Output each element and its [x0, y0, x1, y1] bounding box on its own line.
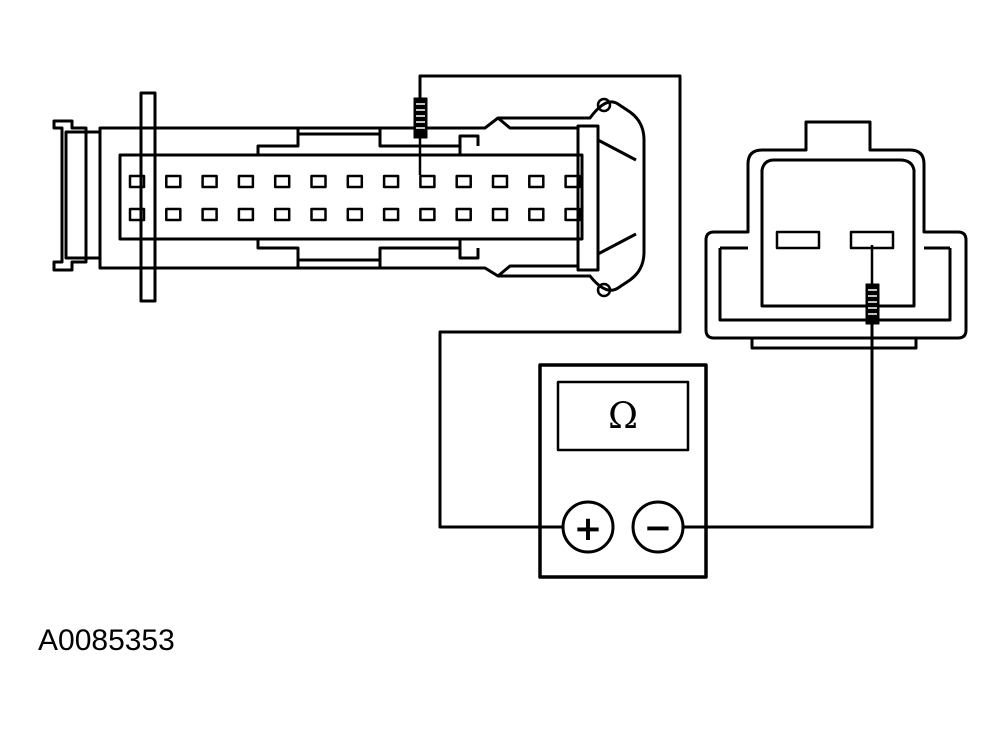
positive-terminal	[561, 500, 615, 554]
small-connector-inner-body	[760, 158, 916, 308]
test-leads	[418, 74, 874, 529]
connector-left-cap	[64, 130, 102, 260]
ohm-symbol: Ω	[608, 396, 638, 437]
connector-bottom-ribs	[256, 239, 480, 268]
large-connector-pin	[382, 174, 400, 189]
large-connector-pin	[201, 207, 218, 222]
large-connector-pin	[528, 207, 545, 222]
large-connector-pin	[382, 207, 400, 222]
large-connector-pin	[310, 174, 327, 189]
large-connector-pin	[201, 174, 218, 189]
large-connector-pin	[273, 174, 291, 189]
negative-probe-grip	[868, 289, 877, 315]
connector-mount-hole-top	[596, 97, 612, 113]
large-connector-pin	[564, 207, 581, 222]
small-connector-pin	[775, 230, 821, 250]
large-connector-pin	[237, 207, 255, 222]
ohmmeter-body	[538, 363, 708, 579]
connector-latch-body	[576, 124, 600, 272]
small-connector-outer-shell	[704, 120, 968, 340]
large-connector-pin	[491, 174, 509, 189]
large-connector-pin	[491, 207, 509, 222]
connector-mount-hole-bottom	[596, 282, 612, 298]
large-connector-pin	[455, 174, 472, 189]
connector-top-ribs	[256, 128, 480, 155]
positive-terminal-label: +	[574, 509, 603, 549]
connector-lock-tab	[139, 91, 157, 303]
ohmmeter	[538, 363, 708, 579]
small-two-pin-connector	[704, 120, 968, 350]
large-connector-pin	[165, 174, 182, 189]
connector-latch-shoulder	[497, 116, 637, 278]
connector-pin-carrier	[118, 153, 584, 241]
positive-probe	[413, 97, 428, 175]
ohmmeter-display	[556, 380, 690, 452]
negative-test-lead	[683, 322, 874, 529]
connector-housing	[98, 100, 646, 292]
large-connector-pin	[455, 207, 472, 222]
large-connector-pin	[346, 174, 364, 189]
small-connector-bottom-lip	[750, 336, 918, 350]
large-connector-pin	[273, 207, 291, 222]
large-connector-pin	[346, 207, 364, 222]
negative-terminal	[631, 500, 685, 554]
large-connector-pin	[310, 207, 327, 222]
small-connector-pins	[775, 230, 895, 250]
large-connector-pin	[128, 174, 146, 189]
negative-probe	[865, 245, 880, 325]
large-connector-pin	[564, 174, 581, 189]
connector-left-flange	[52, 119, 88, 272]
large-multi-pin-connector	[52, 91, 646, 303]
negative-terminal-label: −	[644, 508, 673, 548]
positive-probe-grip	[416, 103, 425, 129]
large-connector-pin	[419, 207, 436, 222]
small-connector-inner-ledges	[718, 246, 952, 322]
positive-test-lead	[418, 74, 682, 529]
large-connector-pin	[165, 207, 182, 222]
large-connector-pin-grid	[128, 174, 581, 222]
figure-reference-id: A0085353	[38, 624, 175, 657]
large-connector-pin	[237, 174, 255, 189]
large-connector-pin	[528, 174, 545, 189]
large-connector-pin	[419, 174, 436, 189]
large-connector-pin	[128, 207, 146, 222]
